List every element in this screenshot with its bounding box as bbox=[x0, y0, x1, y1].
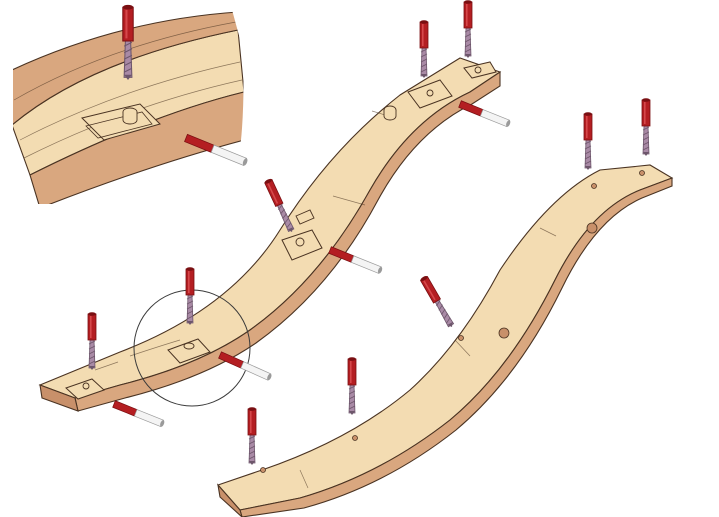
drill-bit-icon bbox=[185, 267, 195, 325]
left-rail-end bbox=[39, 384, 79, 412]
dowel-pins bbox=[112, 100, 511, 428]
right-rail bbox=[217, 164, 674, 517]
left-rail-plate-4 bbox=[407, 79, 453, 109]
dowel-pin-icon bbox=[458, 100, 511, 128]
left-rail-dowel-stub bbox=[383, 105, 397, 121]
right-rail-end bbox=[217, 483, 243, 517]
detail-inset bbox=[11, 4, 248, 206]
drill-bit-icon bbox=[264, 178, 295, 232]
left-rail-plate-5 bbox=[463, 61, 497, 79]
dowel-pin-icon bbox=[328, 246, 383, 274]
drill-bit-icon bbox=[419, 275, 455, 328]
drill-bit-icon bbox=[463, 0, 473, 58]
drill-bit-icon bbox=[583, 112, 593, 170]
left-rail-plate-1 bbox=[65, 378, 105, 400]
inset-drill-bit bbox=[122, 4, 134, 80]
drill-bit-icon bbox=[347, 357, 357, 415]
dowel-pin-icon bbox=[184, 133, 248, 166]
left-rail-side bbox=[74, 70, 501, 412]
right-rail-side bbox=[239, 177, 673, 517]
drill-bit-icon bbox=[87, 312, 97, 370]
dowel-pin-icon bbox=[112, 400, 165, 428]
inset-mortise-plate bbox=[81, 103, 161, 141]
drill-bits bbox=[87, 0, 651, 465]
left-rail bbox=[38, 57, 502, 412]
drill-bit-icon bbox=[122, 4, 134, 80]
drill-bit-icon bbox=[419, 20, 429, 78]
drill-bit-icon bbox=[641, 98, 651, 156]
left-rail-plate-2 bbox=[167, 338, 211, 364]
drill-bit-icon bbox=[247, 407, 257, 465]
inset-dowel-pin bbox=[184, 133, 248, 166]
dowel-pin-icon bbox=[218, 351, 272, 381]
right-rail-holes bbox=[260, 170, 645, 473]
left-rail-plate-3 bbox=[281, 209, 323, 261]
inset-frame bbox=[11, 4, 246, 206]
